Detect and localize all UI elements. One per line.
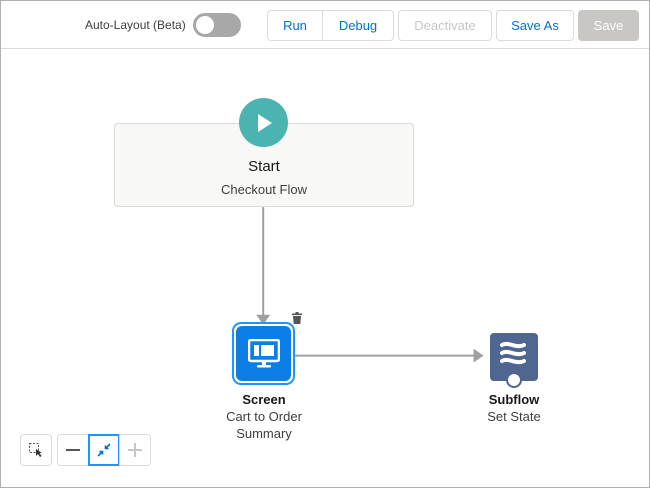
fit-to-view-button[interactable] [88,434,120,466]
minus-icon [66,449,80,451]
deactivate-button[interactable]: Deactivate [398,10,492,41]
run-button[interactable]: Run [267,10,323,41]
auto-layout-label: Auto-Layout (Beta) [85,18,186,32]
plus-icon [128,443,142,457]
pan-select-icon [29,443,42,457]
screen-node-name-line1: Cart to Order [226,409,302,424]
connector-start-to-screen[interactable] [256,207,271,325]
trash-icon[interactable] [291,312,303,324]
pan-select-button[interactable] [20,434,52,466]
zoom-in-button[interactable] [119,434,151,466]
save-as-button[interactable]: Save As [496,10,574,41]
debug-button[interactable]: Debug [322,10,394,41]
screen-node-type: Screen [242,392,286,407]
auto-layout-toggle[interactable] [193,13,241,37]
subflow-icon[interactable] [490,333,538,388]
subflow-node-name: Set State [487,409,541,424]
toggle-knob [196,16,214,34]
start-title: Start [248,158,280,175]
screen-icon[interactable] [236,326,291,381]
screen-node-name-line2: Summary [236,426,292,441]
zoom-out-button[interactable] [57,434,89,466]
toolbar: Auto-Layout (Beta) Run Debug Deactivate … [1,1,649,49]
connector-screen-to-subflow[interactable] [294,348,484,363]
save-button[interactable]: Save [578,10,639,41]
play-icon[interactable] [239,98,288,147]
start-subtitle: Checkout Flow [221,182,307,197]
subflow-node-type: Subflow [488,392,540,407]
fit-to-view-icon [97,443,111,457]
